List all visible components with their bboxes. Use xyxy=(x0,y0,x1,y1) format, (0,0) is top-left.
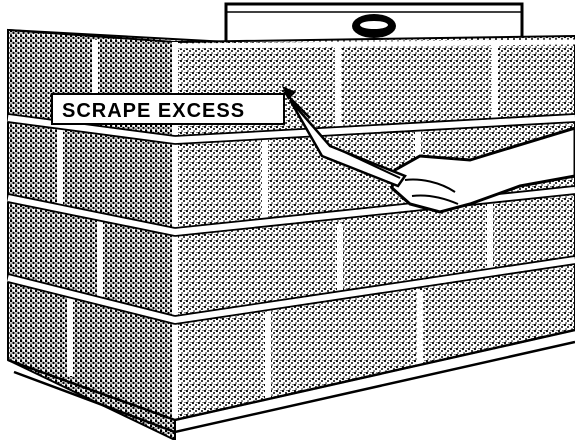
caption-label: SCRAPE EXCESS xyxy=(52,94,284,124)
caption-text: SCRAPE EXCESS xyxy=(62,100,245,122)
